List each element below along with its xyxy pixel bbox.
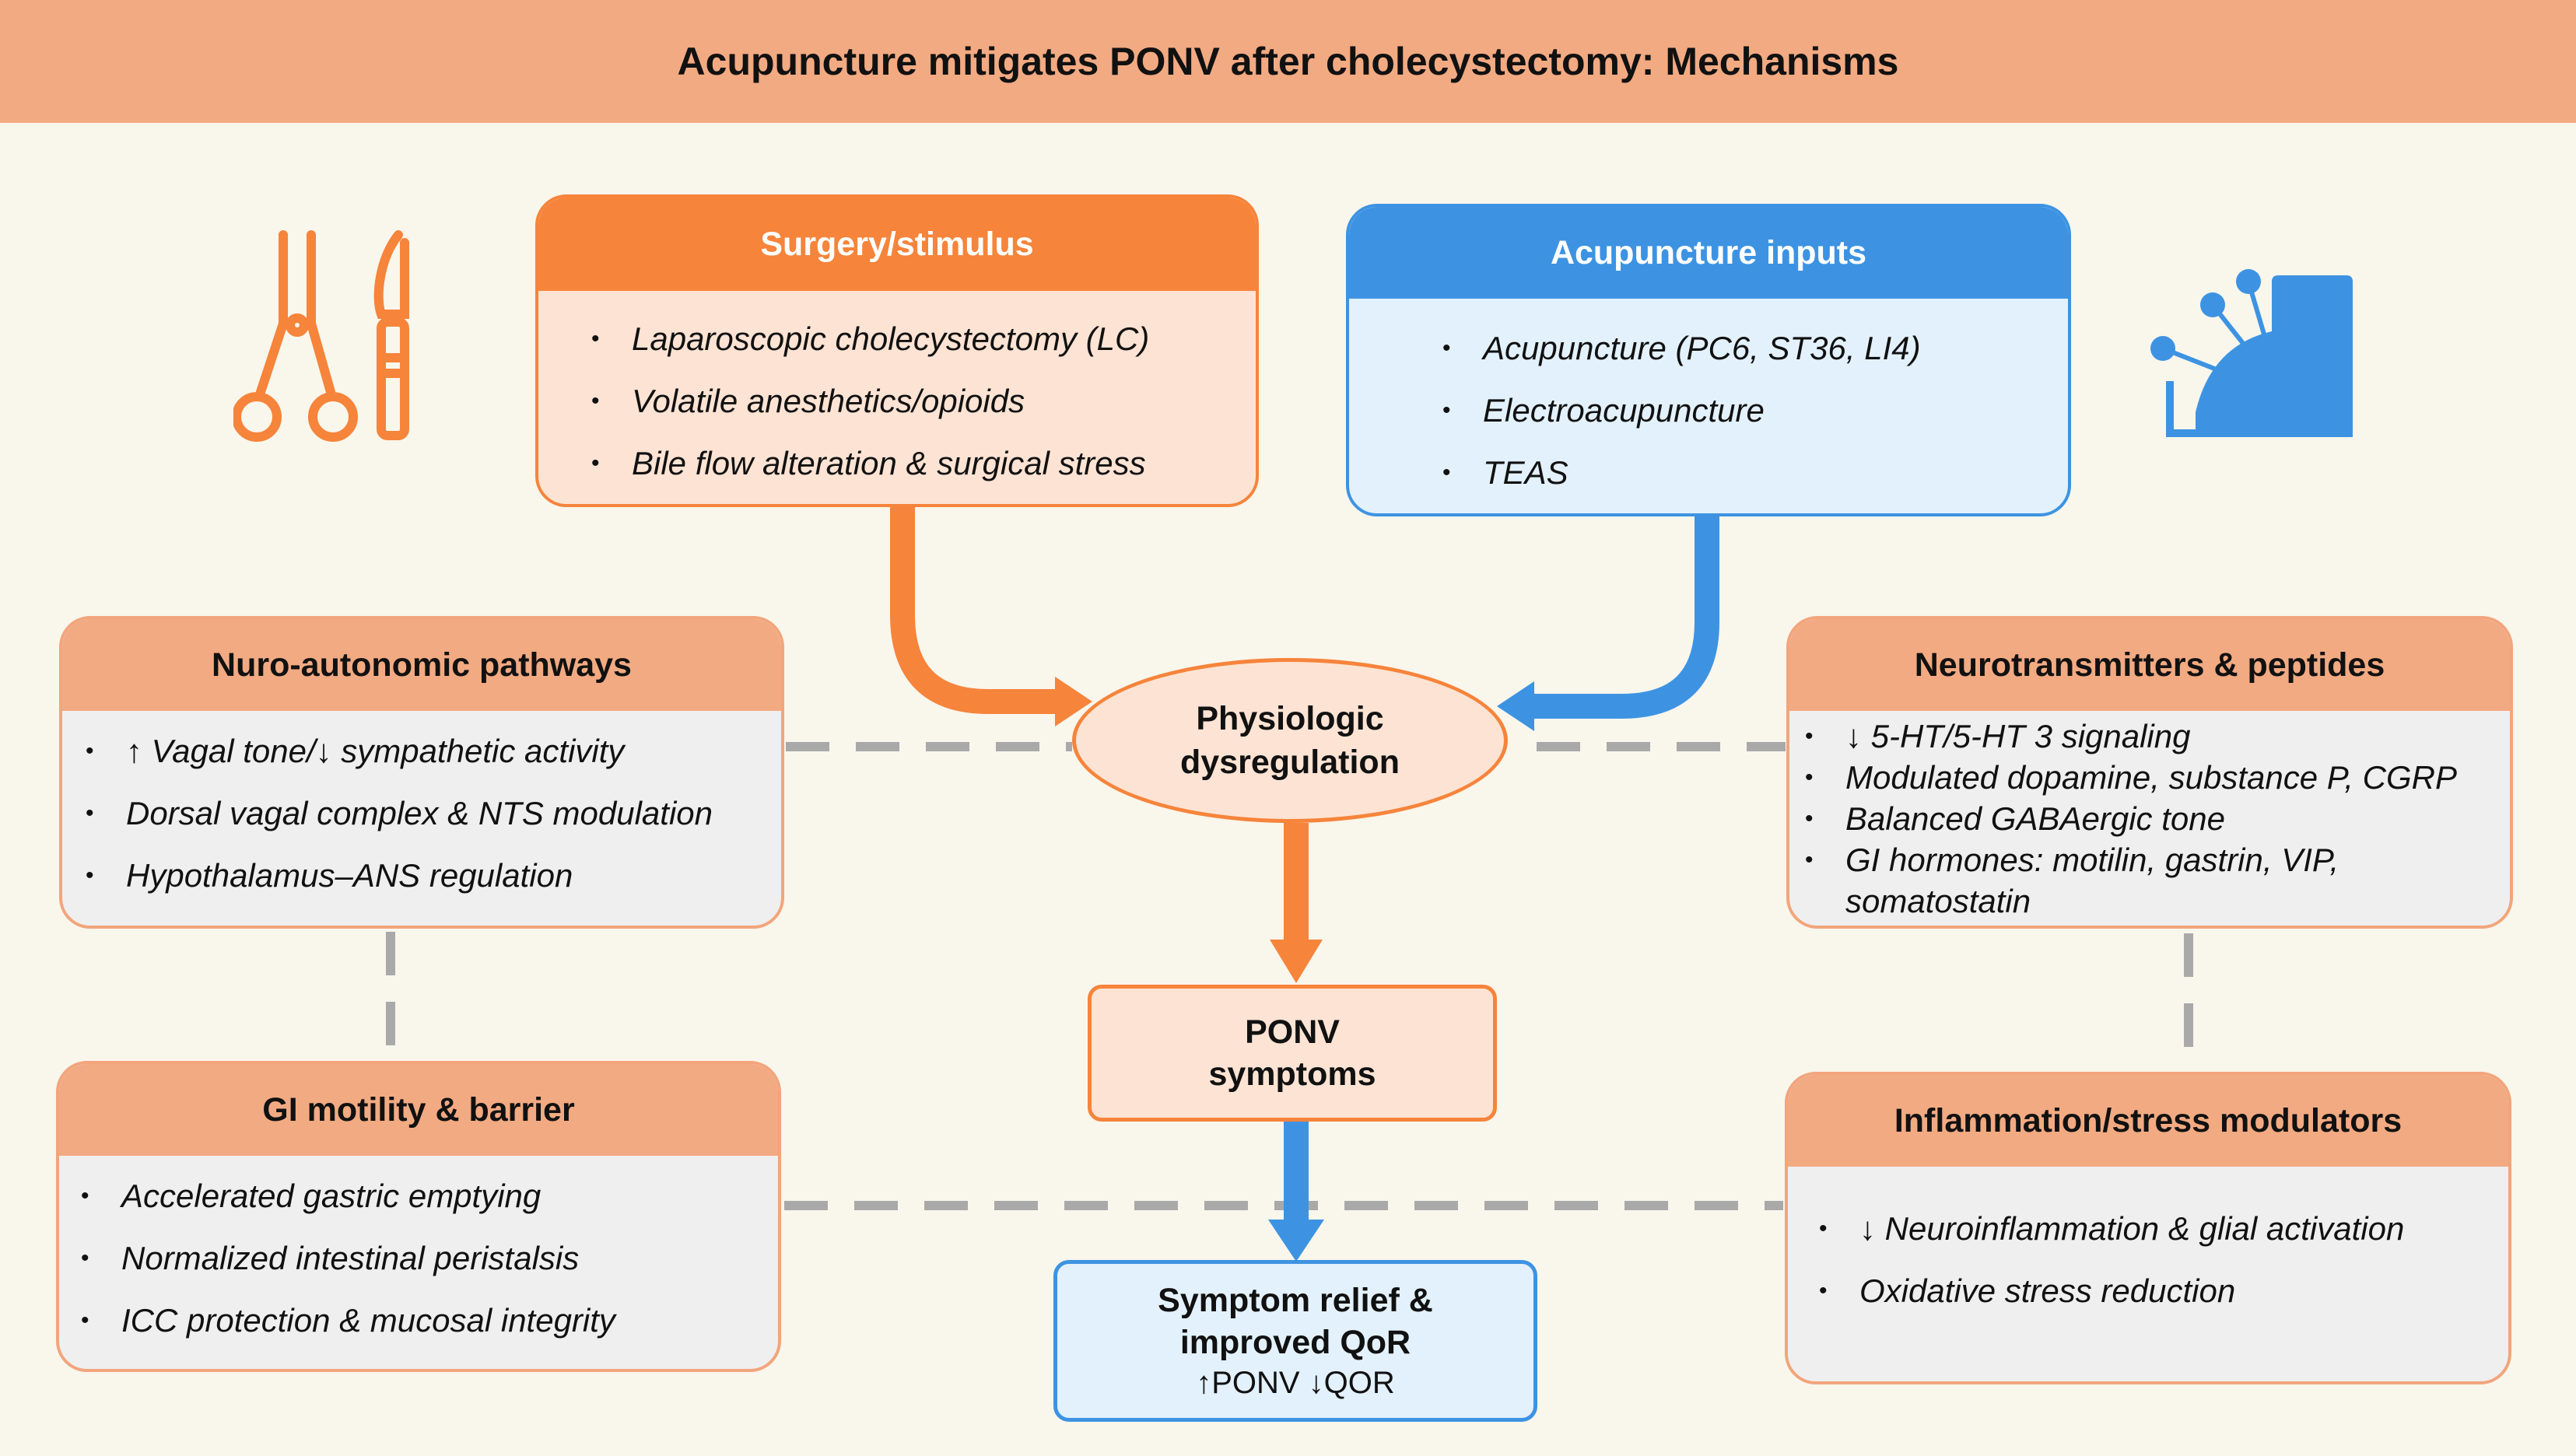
list-item: Normalized intestinal peristalsis (81, 1227, 778, 1290)
neurotransmitters-list: ↓ 5-HT/5-HT 3 signaling Modulated dopami… (1789, 711, 2510, 922)
acupuncture-inputs-title: Acupuncture inputs (1349, 207, 2068, 299)
page-title: Acupuncture mitigates PONV after cholecy… (677, 40, 1899, 83)
acupuncture-inputs-list: Acupuncture (PC6, ST36, LI4) Electroacup… (1349, 299, 2068, 504)
ponv-symptoms-label: PONV symptoms (1208, 1013, 1376, 1093)
gi-motility-list: Accelerated gastric emptying Normalized … (59, 1156, 778, 1352)
physiologic-dysregulation-label: Physiologic dysregulation (1180, 700, 1400, 781)
list-item: Accelerated gastric emptying (81, 1165, 778, 1227)
list-item: TEAS (1442, 442, 2068, 504)
acupuncture-inputs-box: Acupuncture inputs Acupuncture (PC6, ST3… (1346, 204, 2071, 516)
gi-motility-box: GI motility & barrier Accelerated gastri… (56, 1061, 781, 1372)
symptom-relief-node: Symptom relief & improved QoR ↑PONV ↓QOR (1053, 1260, 1537, 1422)
list-item: ICC protection & mucosal integrity (81, 1290, 778, 1352)
list-item: Dorsal vagal complex & NTS modulation (86, 782, 781, 845)
list-item: Modulated dopamine, substance P, CGRP (1805, 757, 2510, 798)
arrowhead-blue-right (1497, 681, 1534, 731)
list-item: Balanced GABAergic tone (1805, 798, 2510, 839)
list-item: Electroacupuncture (1442, 380, 2068, 442)
ponv-symptoms-node: PONV symptoms (1088, 985, 1497, 1122)
neurotransmitters-box: Neurotransmitters & peptides ↓ 5-HT/5-HT… (1786, 616, 2513, 929)
surgery-stimulus-list: Laparoscopic cholecystectomy (LC) Volati… (538, 291, 1256, 495)
neurotransmitters-title: Neurotransmitters & peptides (1789, 619, 2510, 711)
surgery-stimulus-box: Surgery/stimulus Laparoscopic cholecyste… (535, 194, 1259, 507)
list-item: GI hormones: motilin, gastrin, VIP, soma… (1805, 839, 2427, 922)
list-item: ↓ Neuroinflammation & glial activation (1819, 1198, 2508, 1260)
list-item: Laparoscopic cholecystectomy (LC) (591, 308, 1256, 370)
gi-motility-title: GI motility & barrier (59, 1064, 778, 1156)
list-item: Hypothalamus–ANS regulation (86, 845, 781, 907)
physiologic-dysregulation-node: Physiologic dysregulation (1072, 658, 1508, 823)
header-bar: Acupuncture mitigates PONV after cholecy… (0, 0, 2576, 123)
inflammation-title: Inflammation/stress modulators (1788, 1075, 2508, 1167)
surgical-instruments-icon (233, 230, 409, 442)
list-item: Oxidative stress reduction (1819, 1260, 2508, 1322)
neuro-autonomic-list: ↑ Vagal tone/↓ sympathetic activity Dors… (62, 711, 781, 907)
list-item: Acupuncture (PC6, ST36, LI4) (1442, 317, 2068, 380)
acupuncture-needles-icon (2150, 269, 2353, 437)
arrowhead-blue-down (1268, 1220, 1324, 1262)
list-item: Volatile anesthetics/opioids (591, 370, 1256, 432)
symptom-relief-subtitle: ↑PONV ↓QOR (1196, 1366, 1395, 1400)
inflammation-list: ↓ Neuroinflammation & glial activation O… (1788, 1167, 2508, 1322)
neuro-autonomic-box: Nuro-autonomic pathways ↑ Vagal tone/↓ s… (59, 616, 784, 929)
list-item: ↓ 5-HT/5-HT 3 signaling (1805, 716, 2510, 757)
neuro-autonomic-title: Nuro-autonomic pathways (62, 619, 781, 711)
symptom-relief-title: Symptom relief & improved QoR (1158, 1282, 1433, 1361)
surgery-stimulus-title: Surgery/stimulus (538, 198, 1256, 291)
list-item: Bile flow alteration & surgical stress (591, 432, 1256, 495)
list-item: ↑ Vagal tone/↓ sympathetic activity (86, 720, 781, 782)
arrowhead-orange-left (1055, 677, 1092, 726)
arrow-surgery-physio (890, 507, 1064, 714)
arrow-acu-physio (1526, 516, 1719, 719)
arrowhead-orange-down (1270, 940, 1323, 983)
inflammation-box: Inflammation/stress modulators ↓ Neuroin… (1785, 1072, 2511, 1384)
